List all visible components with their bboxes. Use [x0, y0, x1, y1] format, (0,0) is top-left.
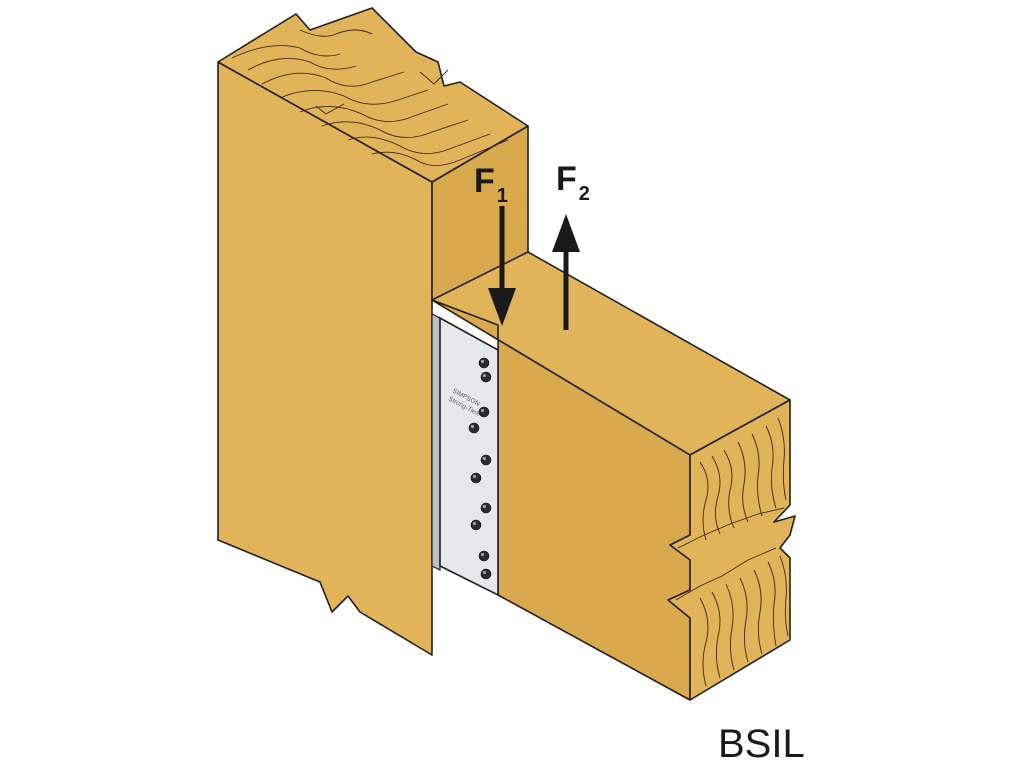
strap-hole: [478, 550, 490, 562]
beam-side-face: [431, 299, 691, 701]
strap-face: [439, 316, 499, 597]
force-f1-arrow-head: [488, 288, 516, 326]
strap-hole-highlight: [480, 359, 485, 364]
strap-hole-highlight: [482, 504, 487, 509]
strap-hole: [470, 472, 482, 484]
strap-hole: [480, 454, 492, 466]
strap-hole-highlight: [472, 474, 477, 479]
strap-hole: [468, 422, 480, 434]
strap-hole-highlight: [480, 552, 485, 557]
strap-hole: [478, 357, 490, 369]
force-f2-arrow-head: [552, 214, 580, 252]
horizontal-beam: [431, 251, 796, 701]
product-caption: BSIL: [718, 722, 805, 766]
strap-edge: [431, 313, 441, 571]
strap-hole-highlight: [482, 373, 487, 378]
strap-fastener-holes: [468, 357, 492, 580]
strap-hole: [470, 519, 482, 531]
metal-strap: SIMPSON Strong-Tie®: [431, 313, 499, 597]
strap-hole: [478, 406, 490, 418]
strap-hole-highlight: [480, 408, 485, 413]
beam-end-grain: [667, 399, 796, 701]
strap-hole-highlight: [470, 424, 475, 429]
strap-hole: [480, 502, 492, 514]
strap-hole: [480, 371, 492, 383]
strap-hole-highlight: [472, 521, 477, 526]
strap-hole-highlight: [482, 456, 487, 461]
strap-hole: [480, 568, 492, 580]
vertical-post: [217, 7, 529, 656]
strap-hole-highlight: [482, 570, 487, 575]
